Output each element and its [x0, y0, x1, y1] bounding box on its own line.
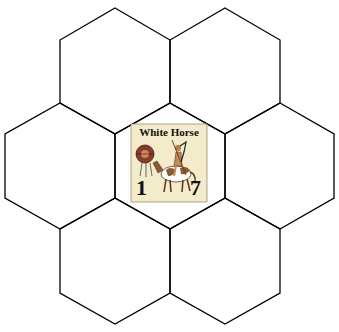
combat-value: 1 — [136, 177, 147, 199]
hex-grid — [5, 8, 334, 324]
unit-counter: White Horse 1 7 — [131, 124, 207, 202]
hex-cell — [5, 103, 115, 229]
shield — [136, 145, 154, 163]
lance — [172, 140, 186, 175]
feather — [140, 163, 142, 176]
unit-counter-art — [131, 124, 207, 202]
headdress — [180, 142, 186, 162]
hex-cell — [170, 8, 280, 134]
counter-face — [131, 124, 207, 202]
unit-name: White Horse — [139, 127, 199, 138]
hex-cell — [170, 198, 280, 324]
hex-cell — [115, 103, 225, 229]
horse-head — [153, 161, 163, 173]
movement-value: 7 — [190, 177, 201, 199]
hex-cell — [60, 8, 170, 134]
hex-cell — [60, 198, 170, 324]
hex-cell — [225, 103, 334, 229]
